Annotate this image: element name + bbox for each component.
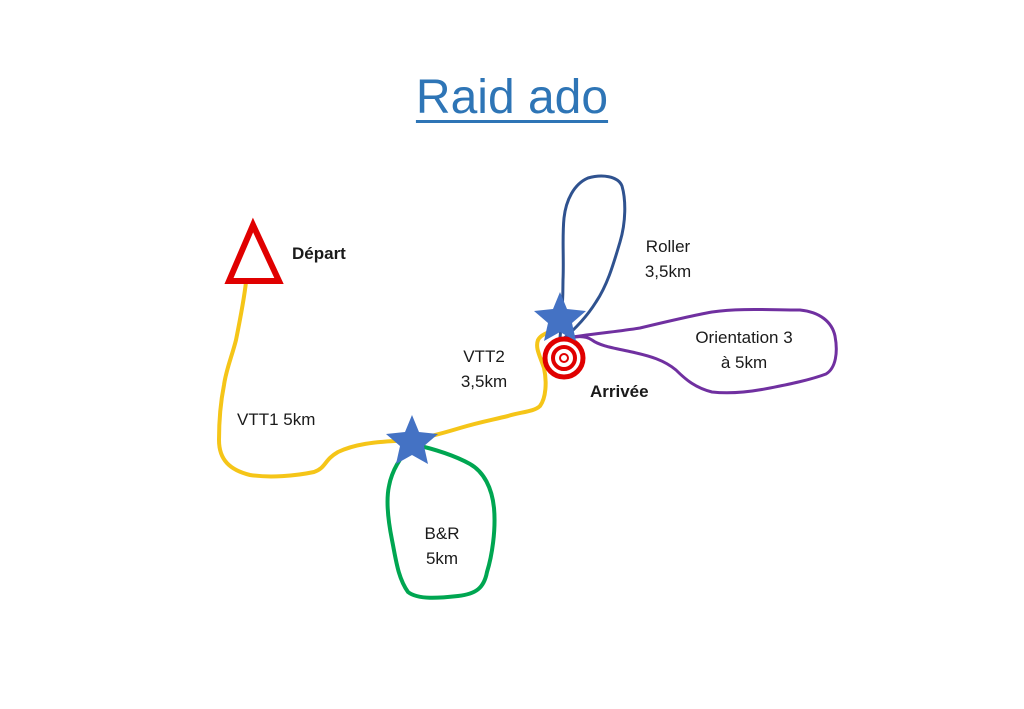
roller-label: Roller 3,5km (630, 234, 706, 284)
bike-run-loop-line (385, 442, 497, 600)
start-label: Départ (292, 244, 346, 263)
vtt2-label-line1: VTT2 (463, 347, 505, 366)
page-title: Raid ado (415, 71, 609, 124)
bike-run-label-line2: 5km (425, 549, 459, 568)
orientation-label-line1: Orientation 3 (695, 328, 793, 347)
vtt1-label: VTT1 5km (237, 410, 316, 429)
vtt2-label-line2: 3,5km (460, 372, 508, 391)
roller-label-line1: Roller (645, 237, 691, 256)
finish-label: Arrivée (590, 382, 649, 401)
checkpoint-star-icon (386, 415, 438, 464)
vtt2-label: VTT2 3,5km (448, 344, 520, 394)
bike-run-label: B&R 5km (408, 521, 476, 571)
checkpoint-star-icon (534, 292, 586, 341)
bike-run-label-line1: B&R (424, 524, 460, 543)
roller-label-line2: 3,5km (644, 262, 692, 281)
start-triangle-icon (224, 217, 284, 284)
vtt-route-line (217, 280, 558, 479)
finish-target-icon (542, 336, 586, 380)
orientation-loop-line (564, 308, 838, 395)
orientation-label: Orientation 3 à 5km (674, 325, 814, 375)
orientation-label-line2: à 5km (720, 353, 768, 372)
roller-loop-line (558, 174, 627, 342)
